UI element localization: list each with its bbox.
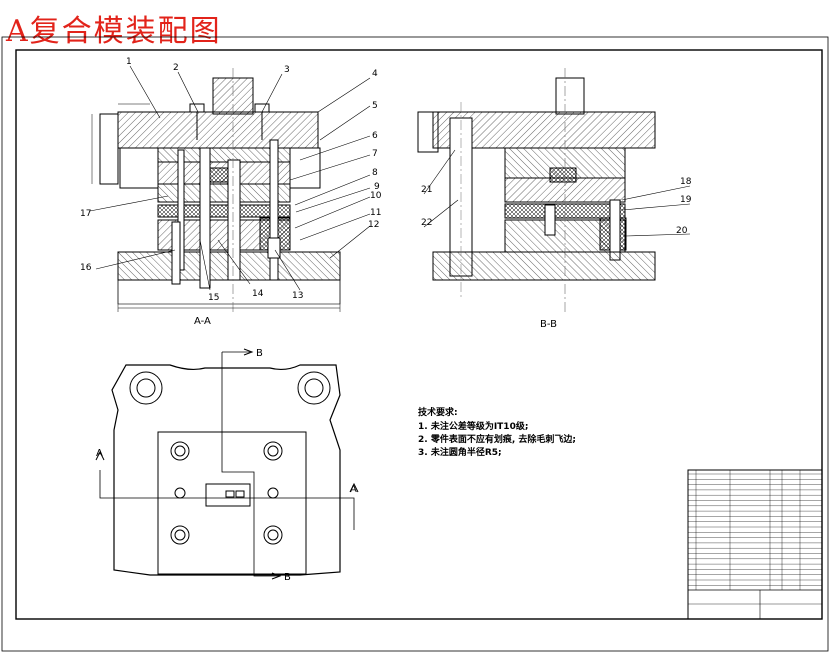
part-number: 11 xyxy=(370,208,381,218)
cut-marker-a-left: A xyxy=(96,448,103,459)
leader-lines-b-b xyxy=(423,149,691,237)
part-number: 15 xyxy=(208,293,219,303)
cut-marker-a-right: A xyxy=(350,484,357,495)
tech-req-heading: 技术要求: xyxy=(418,406,458,418)
part-number: 16 xyxy=(80,263,92,273)
title-block xyxy=(687,469,823,620)
part-number: 18 xyxy=(680,177,692,187)
part-number: 14 xyxy=(252,289,264,299)
technical-requirements: 技术要求: 1. 未注公差等级为IT10级; 2. 零件表面不应有划痕, 去除毛… xyxy=(418,406,576,458)
leader-lines-a-a xyxy=(89,65,371,291)
part-number: 3 xyxy=(284,65,290,75)
die-plate-outline xyxy=(157,431,307,575)
part-number: 19 xyxy=(680,195,692,205)
female-die xyxy=(157,183,291,203)
part-number-labels: 1 2 3 4 5 6 7 8 9 10 11 12 13 14 15 16 1… xyxy=(80,57,692,303)
drawing-title: A复合模装配图 xyxy=(6,14,222,49)
part-number: 7 xyxy=(372,149,378,159)
lower-die-holder-b xyxy=(432,251,656,281)
part-number: 4 xyxy=(372,69,378,79)
part-number: 2 xyxy=(173,63,179,73)
part-number: 5 xyxy=(372,101,378,111)
section-a-a-view xyxy=(91,68,341,312)
part-number: 12 xyxy=(368,220,379,230)
lower-die-outline xyxy=(111,364,341,576)
part-number: 10 xyxy=(370,191,382,201)
inner-border xyxy=(15,49,823,620)
part-number: 1 xyxy=(126,57,132,67)
part-number: 9 xyxy=(374,182,380,192)
tech-req-item: 3. 未注圆角半径R5; xyxy=(418,446,502,458)
part-number: 17 xyxy=(80,209,91,219)
part-number: 22 xyxy=(421,218,432,228)
tech-req-item: 2. 零件表面不应有划痕, 去除毛刺飞边; xyxy=(418,433,576,445)
section-label-a-a: A-A xyxy=(194,316,211,327)
cut-marker-b-bottom: B xyxy=(284,572,291,583)
plan-view xyxy=(95,348,359,580)
cut-marker-b-top: B xyxy=(256,348,263,359)
part-number: 20 xyxy=(676,226,688,236)
tech-req-item: 1. 未注公差等级为IT10级; xyxy=(418,420,528,432)
part-number: 8 xyxy=(372,168,378,178)
die-shank-b xyxy=(555,77,585,115)
section-b-b-view xyxy=(417,68,656,312)
upper-die-holder xyxy=(117,111,319,149)
stripper-plate xyxy=(157,204,291,218)
part-number: 13 xyxy=(292,291,303,301)
section-label-b-b: B-B xyxy=(540,319,557,330)
outer-border xyxy=(1,36,829,652)
part-number: 6 xyxy=(372,131,378,141)
